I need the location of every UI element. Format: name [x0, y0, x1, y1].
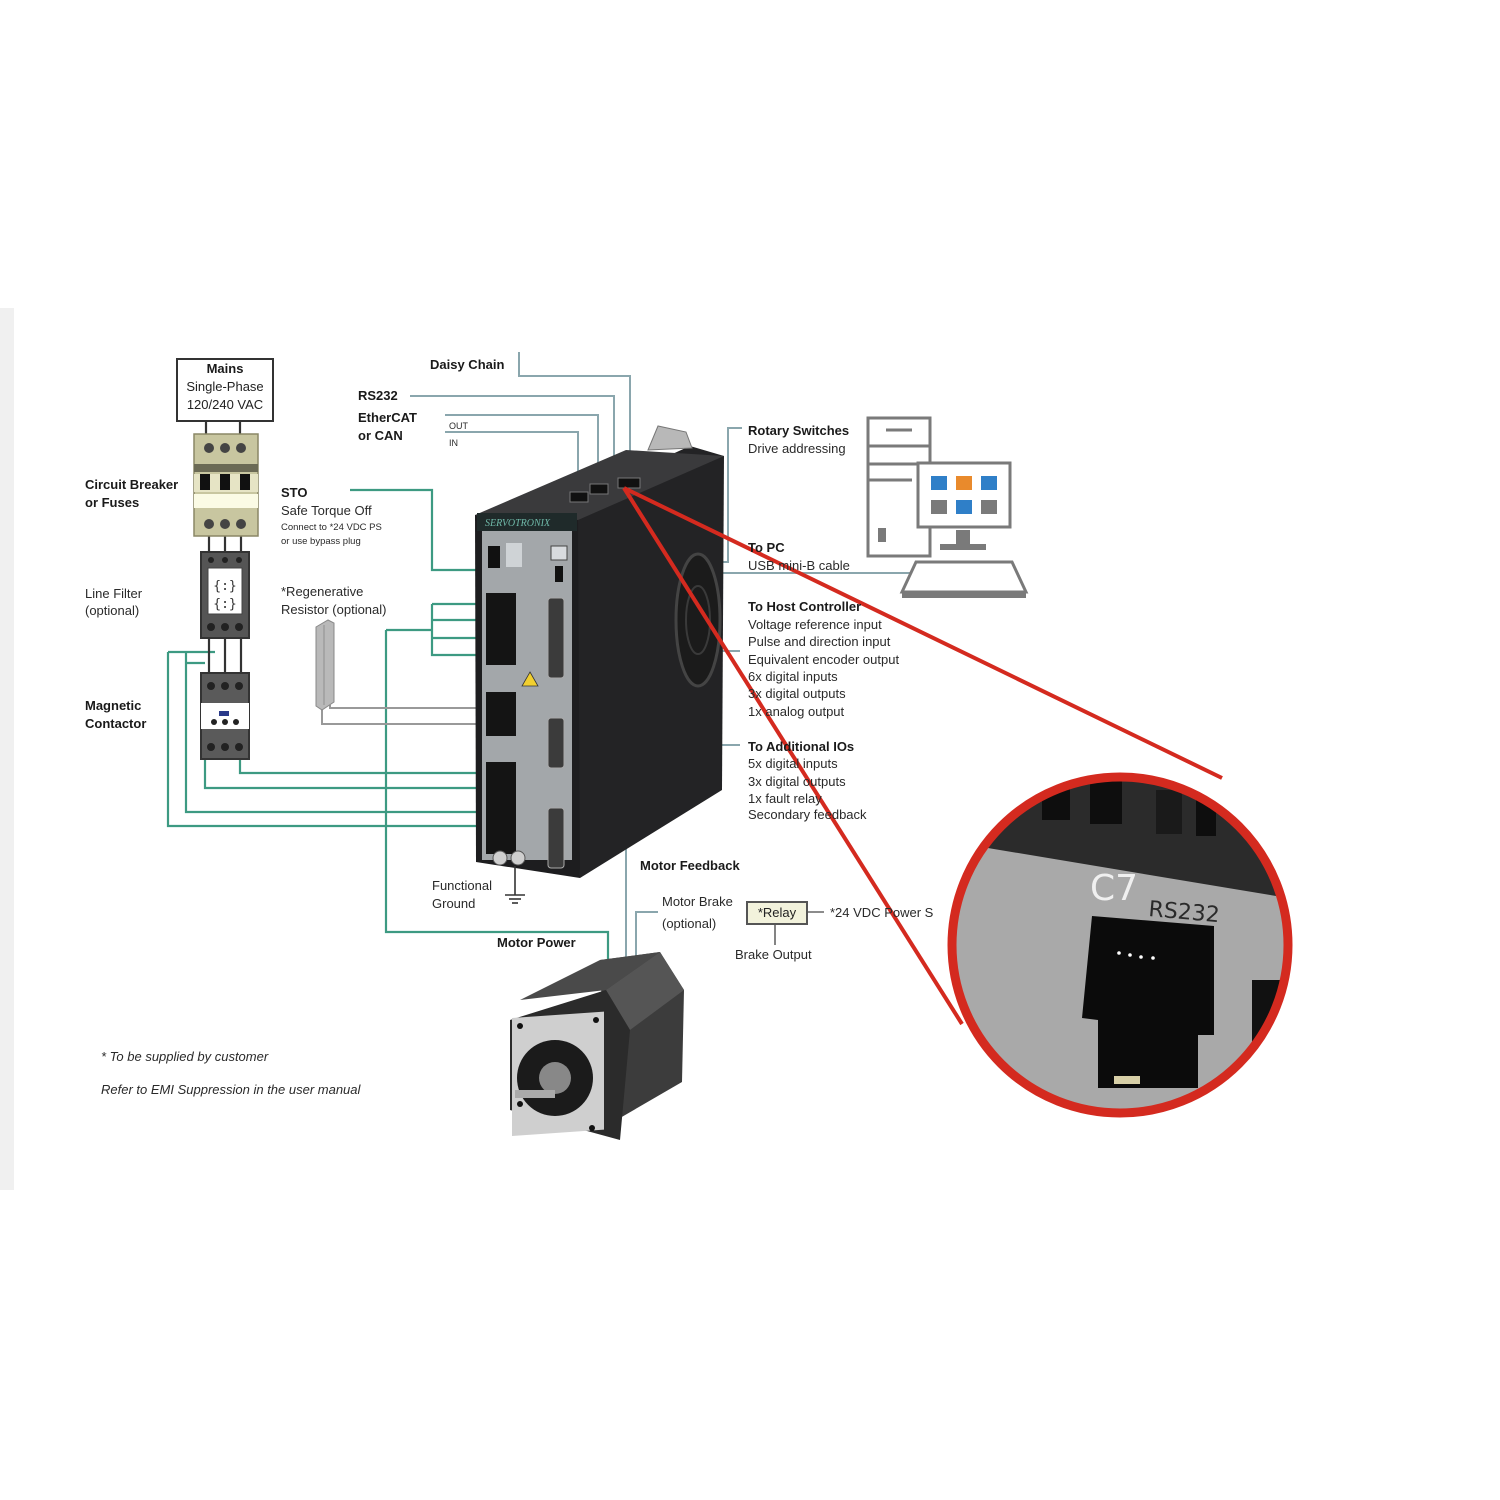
io-item: 5x digital inputs [748, 756, 838, 771]
mains-line2: 120/240 VAC [186, 397, 264, 412]
left-edge-band [0, 308, 14, 1190]
motor-brake-label-1: Motor Brake [662, 894, 733, 909]
host-item: 6x digital inputs [748, 669, 838, 684]
servo-motor [510, 952, 684, 1140]
rs232-label: RS232 [358, 388, 398, 403]
wire-daisy [518, 352, 631, 482]
motor-feedback-label: Motor Feedback [640, 858, 740, 873]
wire-l1 [238, 760, 498, 775]
regen-label-2: Resistor (optional) [281, 602, 387, 617]
sto-title: STO [281, 485, 308, 500]
regen-label-1: *Regenerative [281, 584, 364, 599]
host-item: Pulse and direction input [748, 634, 891, 649]
power-supply-label: *24 VDC Power S [830, 905, 934, 920]
motor-power-label: Motor Power [497, 935, 576, 950]
wire-p1 [430, 602, 498, 657]
brake-output-label: Brake Output [735, 947, 812, 962]
drive-brand-text: SERVOTRONIX [485, 518, 551, 529]
servo-drive: SERVOTRONIX [475, 425, 724, 878]
sto-note-2: or use bypass plug [281, 536, 361, 547]
wire-l3 [184, 652, 498, 814]
line-filter: {:} {:} [200, 551, 250, 639]
host-item: Voltage reference input [748, 617, 882, 632]
svg-text:{:}: {:} [213, 597, 236, 612]
mains-box: Mains Single-Phase 120/240 VAC [176, 358, 274, 422]
circuit-breaker [193, 433, 259, 537]
relay-box: *Relay [746, 901, 808, 925]
ethercat-label-1: EtherCAT [358, 410, 417, 425]
power-wires [166, 488, 610, 965]
io-item: 3x digital outputs [748, 774, 846, 789]
filter-label-2: (optional) [85, 603, 140, 618]
relay-wires [774, 911, 824, 945]
wire-sto [350, 488, 498, 572]
host-item: Equivalent encoder output [748, 652, 900, 667]
additional-ios-title: To Additional IOs [748, 739, 855, 754]
breaker-label-1: Circuit Breaker [85, 477, 179, 492]
functional-ground-label-1: Functional [432, 878, 492, 893]
to-pc-title: To PC [748, 540, 785, 555]
tile-blue-1 [931, 476, 947, 490]
magnetic-contactor [200, 672, 250, 760]
inset-connector-id: C7 [1090, 868, 1138, 909]
mains-title: Mains [206, 361, 244, 376]
svg-text:{:}: {:} [213, 579, 236, 594]
tile-gray-1 [931, 500, 947, 514]
ethercat-out-label: OUT [449, 421, 468, 431]
sto-note-1: Connect to *24 VDC PS [281, 522, 382, 533]
wire-regen-1 [329, 705, 498, 709]
host-item: 1x analog output [748, 704, 845, 719]
pc-icon [866, 416, 1029, 598]
filter-label-1: Line Filter [85, 586, 143, 601]
tile-blue-2 [981, 476, 997, 490]
wire-l4 [166, 652, 498, 828]
rotary-switches-title: Rotary Switches [748, 423, 850, 438]
wire-l2 [203, 760, 498, 790]
host-item: 3x digital outputs [748, 686, 846, 701]
mains-line1: Single-Phase [186, 379, 264, 394]
mains-wires [204, 420, 243, 673]
ethercat-in-label: IN [449, 438, 458, 448]
callout-lines [622, 486, 1223, 1026]
rs232-inset-photo: C7 RS232 [952, 777, 1288, 1113]
inset-ring [947, 772, 1293, 1118]
io-item: Secondary feedback [748, 807, 867, 822]
functional-ground-label-2: Ground [432, 896, 476, 911]
wire-motor-power [384, 630, 610, 965]
pc-screen-tiles [931, 476, 997, 514]
tile-orange [956, 476, 972, 490]
tile-blue-3 [956, 500, 972, 514]
ground-symbol [505, 866, 525, 904]
inset-connector-name: RS232 [1147, 897, 1220, 928]
rotary-switches-sub: Drive addressing [748, 441, 846, 456]
sto-subtitle: Safe Torque Off [281, 503, 372, 518]
regen-resistor [315, 619, 335, 711]
to-pc-sub: USB mini-B cable [748, 558, 850, 573]
motor-brake-label-2: (optional) [662, 916, 717, 931]
host-controller-title: To Host Controller [748, 599, 862, 614]
wire-brake [635, 911, 658, 965]
wire-regen-2 [321, 705, 498, 725]
regen-wires [321, 705, 498, 725]
ethercat-label-2: or CAN [358, 428, 403, 443]
breaker-label-2: or Fuses [85, 495, 140, 510]
contactor-label-2: Contactor [85, 716, 147, 731]
contactor-label-1: Magnetic [85, 698, 142, 713]
daisy-chain-label: Daisy Chain [430, 357, 505, 372]
tile-gray-2 [981, 500, 997, 514]
footnote-emi: Refer to EMI Suppression in the user man… [101, 1082, 361, 1097]
footnote-customer: * To be supplied by customer [101, 1049, 269, 1064]
io-item: 1x fault relay [748, 791, 822, 806]
